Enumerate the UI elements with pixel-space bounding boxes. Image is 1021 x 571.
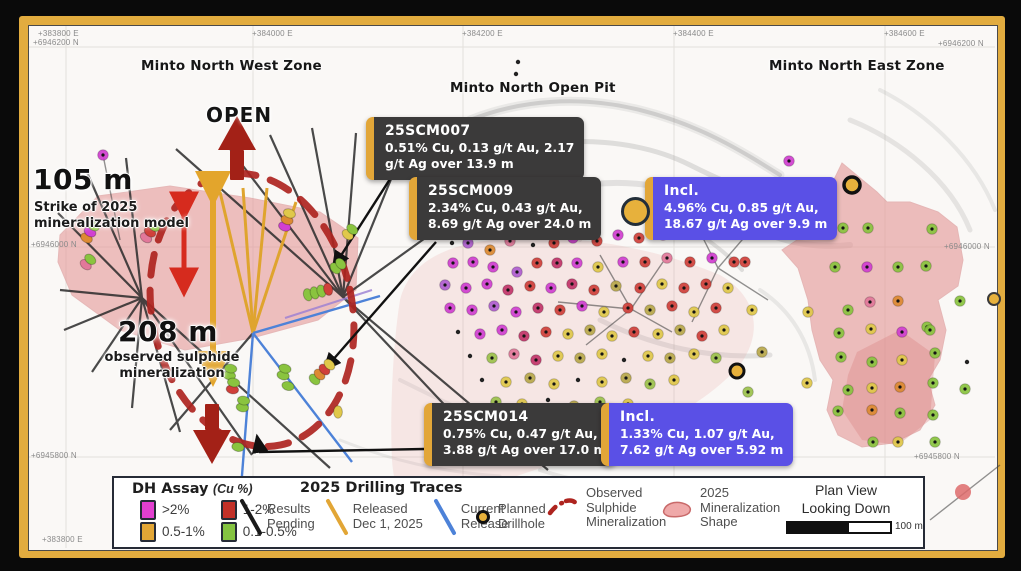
assay-swatch bbox=[140, 521, 156, 542]
strike-value: 105 m bbox=[33, 163, 133, 196]
legend-traces-title: 2025 Drilling Traces bbox=[300, 480, 463, 496]
observed-sulphide-icon bbox=[547, 498, 580, 516]
coord-top-e-1: +384000 E bbox=[252, 29, 293, 38]
zone-title-pit: Minto North Open Pit bbox=[450, 80, 616, 96]
callout-line: 7.62 g/t Ag over 5.92 m bbox=[620, 442, 784, 457]
coord-lowright-n: +6945800 N bbox=[914, 452, 960, 461]
callout-line: 1.33% Cu, 1.07 g/t Au, bbox=[620, 427, 775, 441]
trace-line-icon bbox=[240, 499, 262, 535]
scale-label: 100 m bbox=[895, 521, 923, 532]
map-canvas bbox=[28, 25, 998, 551]
callout-25scm007: 25SCM007 0.51% Cu, 0.13 g/t Au, 2.17 g/t… bbox=[366, 117, 585, 180]
planned-drillhole-marker bbox=[621, 197, 650, 226]
callout-line: 0.75% Cu, 0.47 g/t Au, bbox=[443, 427, 598, 441]
assay-legend-item: 0.5-1% bbox=[140, 521, 205, 542]
assay-swatch-label: >2% bbox=[162, 502, 190, 517]
coord-top-e-4: +384600 E bbox=[884, 29, 925, 38]
observed-label: observed sulphide mineralization bbox=[82, 350, 262, 383]
zone-title-west: Minto North West Zone bbox=[141, 58, 322, 74]
assay-swatch bbox=[220, 499, 237, 520]
observed-value: 208 m bbox=[118, 315, 218, 348]
coord-bottom-e: +383800 E bbox=[42, 535, 83, 544]
callout-title: 25SCM007 bbox=[385, 123, 471, 139]
planned-drillhole-icon bbox=[476, 509, 490, 524]
callout-title: 25SCM014 bbox=[443, 409, 529, 425]
strike-label-line1: Strike of 2025 bbox=[34, 200, 138, 215]
callout-25scm009: 25SCM009 2.34% Cu, 0.43 g/t Au, 8.69 g/t… bbox=[409, 177, 602, 240]
strike-label-line2: mineralization model bbox=[34, 216, 189, 232]
trace-line-icon bbox=[433, 499, 456, 535]
callout-line: g/t Ag over 13.9 m bbox=[385, 156, 514, 171]
callout-incl-25scm009: Incl. 4.96% Cu, 0.85 g/t Au, 18.67 g/t A… bbox=[645, 177, 838, 240]
assay-title-text: DH Assay bbox=[132, 481, 209, 497]
mineralization-shape-icon bbox=[662, 501, 692, 518]
coord-midleft-n: +6946000 N bbox=[31, 240, 77, 249]
coord-top-e-3: +384400 E bbox=[673, 29, 714, 38]
zone-title-east: Minto North East Zone bbox=[769, 58, 945, 74]
legend: DH Assay (Cu %) >2%0.5-1%1-2%0.1-0.5% 20… bbox=[112, 476, 925, 549]
assay-legend-item: >2% bbox=[140, 499, 205, 520]
callout-title: Incl. bbox=[664, 183, 700, 199]
callout-line: 18.67 g/t Ag over 9.9 m bbox=[664, 216, 828, 231]
callout-line: 0.51% Cu, 0.13 g/t Au, 2.17 bbox=[385, 141, 575, 155]
legend-assay-title: DH Assay (Cu %) bbox=[132, 480, 253, 498]
callout-line: 2.34% Cu, 0.43 g/t Au, bbox=[428, 201, 583, 215]
coord-top-e-2: +384200 E bbox=[462, 29, 503, 38]
callout-line: 4.96% Cu, 0.85 g/t Au, bbox=[664, 201, 819, 215]
coord-topleft-n: +6946200 N bbox=[33, 38, 79, 47]
coord-top-e-0: +383800 E bbox=[38, 29, 79, 38]
assay-subtitle-text: (Cu %) bbox=[212, 482, 253, 496]
assay-swatch bbox=[220, 521, 237, 542]
callout-25scm014: 25SCM014 0.75% Cu, 0.47 g/t Au, 3.88 g/t… bbox=[424, 403, 617, 466]
coord-midright-n: +6946000 N bbox=[944, 242, 990, 251]
callout-title: Incl. bbox=[620, 409, 656, 425]
open-label: OPEN bbox=[206, 103, 273, 127]
assay-swatch bbox=[140, 499, 156, 520]
observed-label-line1: observed sulphide bbox=[104, 350, 240, 365]
strike-label: Strike of 2025 mineralization model bbox=[34, 200, 189, 233]
scale-bar bbox=[786, 521, 892, 534]
callout-line: 3.88 g/t Ag over 17.0 m bbox=[443, 442, 607, 457]
observed-label-line2: mineralization bbox=[119, 366, 225, 382]
coord-topright-n: +6946200 N bbox=[938, 39, 984, 48]
legend-assay-grid: >2%0.5-1%1-2%0.1-0.5% bbox=[140, 499, 297, 542]
trace-line-icon bbox=[325, 499, 348, 535]
callout-line: 8.69 g/t Ag over 24.0 m bbox=[428, 216, 592, 231]
coord-lowleft-n: +6945800 N bbox=[31, 451, 77, 460]
callout-title: 25SCM009 bbox=[428, 183, 514, 199]
assay-swatch-label: 0.5-1% bbox=[162, 524, 205, 539]
callout-incl-25scm014: Incl. 1.33% Cu, 1.07 g/t Au, 7.62 g/t Ag… bbox=[601, 403, 794, 466]
